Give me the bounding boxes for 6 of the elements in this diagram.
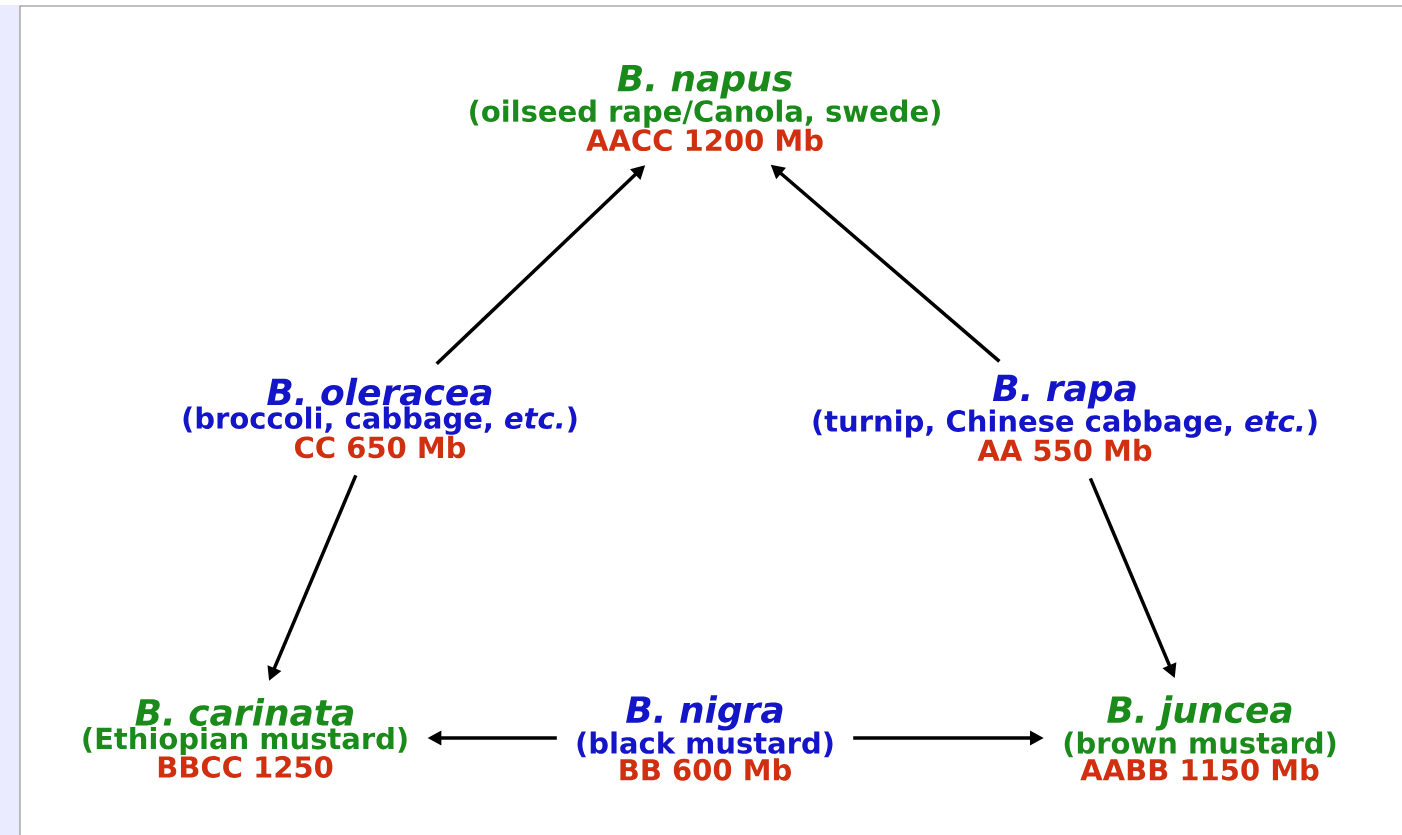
- species-label: B. carinata (Ethiopian mustard) BBCC 1250: [83, 698, 407, 778]
- species-label: B. nigra (black mustard) BB 600 Mb: [577, 695, 833, 781]
- species-label: B. napus (oilseed rape/Canola, swede) AACC 1200 Mb: [470, 64, 940, 152]
- species-label: B. oleracea (broccoli, cabbage, etc.) CC 650 Mb: [183, 377, 577, 459]
- species-label: B. juncea (brown mustard) AABB 1150 Mb: [1064, 695, 1336, 781]
- species-label: B. rapa (turnip, Chinese cabbage, etc.) AA 550 Mb: [813, 374, 1317, 462]
